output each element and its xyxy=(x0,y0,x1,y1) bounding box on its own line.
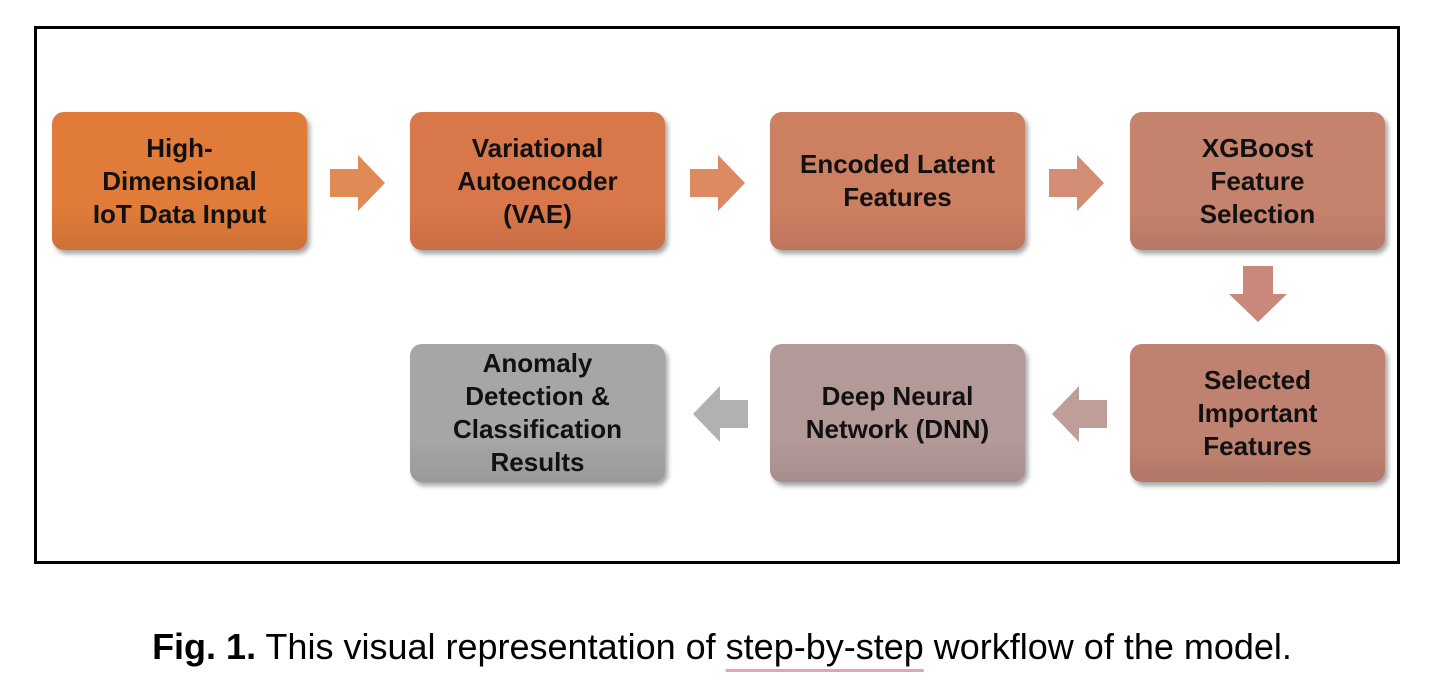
node-label: XGBoost Feature Selection xyxy=(1199,132,1316,229)
node-label: High- Dimensional IoT Data Input xyxy=(92,132,267,229)
node-variational-autoencoder: Variational Autoencoder (VAE) xyxy=(410,112,665,250)
node-label: Selected Important Features xyxy=(1197,364,1318,461)
arrow-dnn-to-results xyxy=(693,386,748,442)
node-label: Encoded Latent Features xyxy=(799,149,995,212)
figure-caption: Fig. 1. This visual representation of st… xyxy=(0,626,1444,668)
diagram-frame xyxy=(34,26,1400,564)
caption-underlined-text: step-by-step xyxy=(725,626,924,667)
arrow-vae-to-latent xyxy=(690,155,745,211)
arrow-latent-to-xgb xyxy=(1049,155,1104,211)
node-encoded-latent-features: Encoded Latent Features xyxy=(770,112,1025,250)
node-label: Deep Neural Network (DNN) xyxy=(805,381,990,444)
caption-text-after: workflow of the model. xyxy=(923,626,1292,667)
node-selected-important-features: Selected Important Features xyxy=(1130,344,1385,482)
node-deep-neural-network: Deep Neural Network (DNN) xyxy=(770,344,1025,482)
node-iot-data-input: High- Dimensional IoT Data Input xyxy=(52,112,307,250)
node-anomaly-detection-results: Anomaly Detection & Classification Resul… xyxy=(410,344,665,482)
node-label: Variational Autoencoder (VAE) xyxy=(457,132,618,229)
arrow-input-to-vae xyxy=(330,155,385,211)
node-xgboost-feature-selection: XGBoost Feature Selection xyxy=(1130,112,1385,250)
caption-prefix: Fig. 1. xyxy=(152,626,257,667)
node-label: Anomaly Detection & Classification Resul… xyxy=(452,348,623,477)
arrow-xgb-to-selected xyxy=(1229,266,1287,322)
caption-text-before: This visual representation of xyxy=(256,626,726,667)
arrow-selected-to-dnn xyxy=(1052,386,1107,442)
